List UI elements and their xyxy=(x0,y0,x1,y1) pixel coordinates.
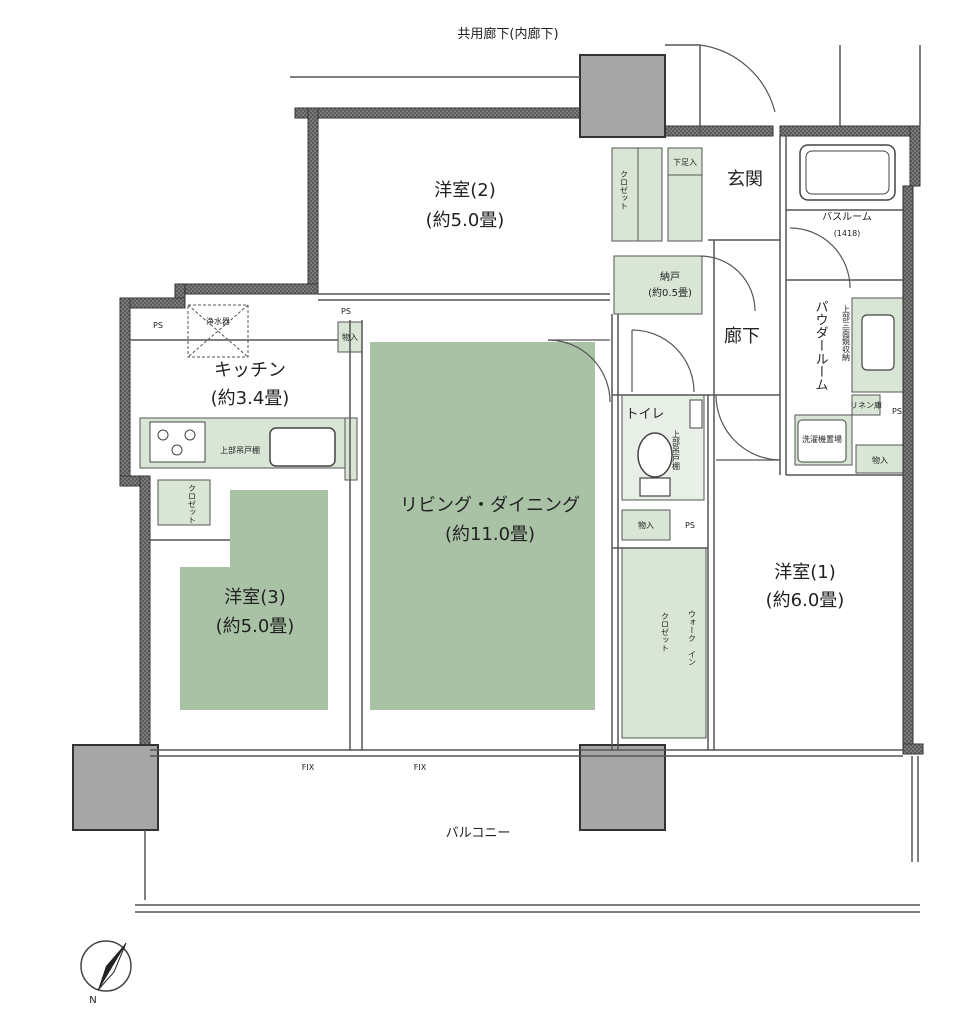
toilet-label: トイレ xyxy=(625,407,664,422)
living-floor xyxy=(370,342,595,710)
ps-toilet: PS xyxy=(685,521,695,530)
monoire-room1-label: 物入 xyxy=(872,455,888,465)
fix-label-2: FIX xyxy=(414,763,427,772)
storage-label: 納戸 xyxy=(660,270,680,283)
fix-label-1: FIX xyxy=(302,763,315,772)
walkin-label-2: イン xyxy=(688,650,697,666)
closet-r2a xyxy=(611,147,639,242)
walkin-closet xyxy=(621,547,707,739)
closet-r2b xyxy=(637,147,663,242)
kitchen-tall xyxy=(344,417,358,481)
walkin-label-1: ウォーク xyxy=(688,610,697,642)
ps-kitchen: PS xyxy=(153,321,163,330)
corridor-label: 共用廊下(内廊下) xyxy=(457,26,558,42)
room1-label: 洋室(1) xyxy=(774,562,836,583)
kitchen-size: (約3.4畳) xyxy=(211,388,290,409)
mirror-storage-label: 上部三面鏡収納 xyxy=(842,305,851,362)
room2-label: 洋室(2) xyxy=(434,180,496,201)
purifier-area xyxy=(187,304,249,358)
column-mid xyxy=(579,744,666,831)
room3-label: 洋室(3) xyxy=(224,587,286,608)
closet-walkin-label: クロゼット xyxy=(661,612,670,652)
toilet-bowl xyxy=(637,432,673,478)
ps-living: PS xyxy=(341,307,351,316)
closet-r3 xyxy=(157,479,211,526)
hallway-label: 廊下 xyxy=(724,326,760,347)
monoire-toilet xyxy=(621,509,671,541)
interior-walls xyxy=(130,44,921,913)
room3-size: (約5.0畳) xyxy=(216,616,295,637)
entrance-label: 玄関 xyxy=(727,169,763,190)
powder-basin xyxy=(861,314,895,371)
walls xyxy=(119,107,924,755)
bathroom-size: (1418) xyxy=(834,229,861,238)
kitchen-label: キッチン xyxy=(214,360,286,381)
monoire-kitchen-label: 物入 xyxy=(342,332,358,342)
monoire-room1 xyxy=(855,444,905,474)
storage-box xyxy=(613,255,703,315)
living-size: (約11.0畳) xyxy=(445,524,535,545)
toilet-cabinet-label: 上部吊戸棚 xyxy=(672,430,681,471)
storage-size: (約0.5畳) xyxy=(648,286,692,299)
monoire-toilet-label: 物入 xyxy=(638,520,654,530)
shoebox-b xyxy=(667,174,703,242)
door-swings xyxy=(547,44,851,461)
column-left xyxy=(72,744,159,831)
stove xyxy=(149,421,206,463)
bathroom-label: バスルーム xyxy=(822,211,872,223)
closet-r2-label: クロゼット xyxy=(620,170,629,210)
north-arrow: N xyxy=(80,940,132,1006)
linen-label: リネン庫 xyxy=(850,400,882,410)
room2-size: (約5.0畳) xyxy=(426,210,505,231)
kitchen-sink xyxy=(269,427,336,467)
shoebox-label-a: 下足入 xyxy=(673,158,697,167)
powder-room-label: パウダールーム xyxy=(813,300,829,391)
linen-box xyxy=(851,394,881,416)
column-top xyxy=(579,54,666,138)
upper-cabinet-label: 上部吊戸棚 xyxy=(220,445,260,455)
closet-r3-label: クロゼット xyxy=(188,484,197,524)
ps-powder: PS xyxy=(892,407,902,416)
bathtub xyxy=(799,144,896,201)
north-label: N xyxy=(89,995,96,1006)
living-label: リビング・ダイニング xyxy=(400,495,580,516)
room1-size: (約6.0畳) xyxy=(766,590,845,611)
laundry-label: 洗濯機置場 xyxy=(802,434,842,444)
room3-floor xyxy=(180,490,328,710)
balcony-label: バルコニー xyxy=(446,826,511,841)
water-purifier-label: 浄水器 xyxy=(206,316,230,326)
